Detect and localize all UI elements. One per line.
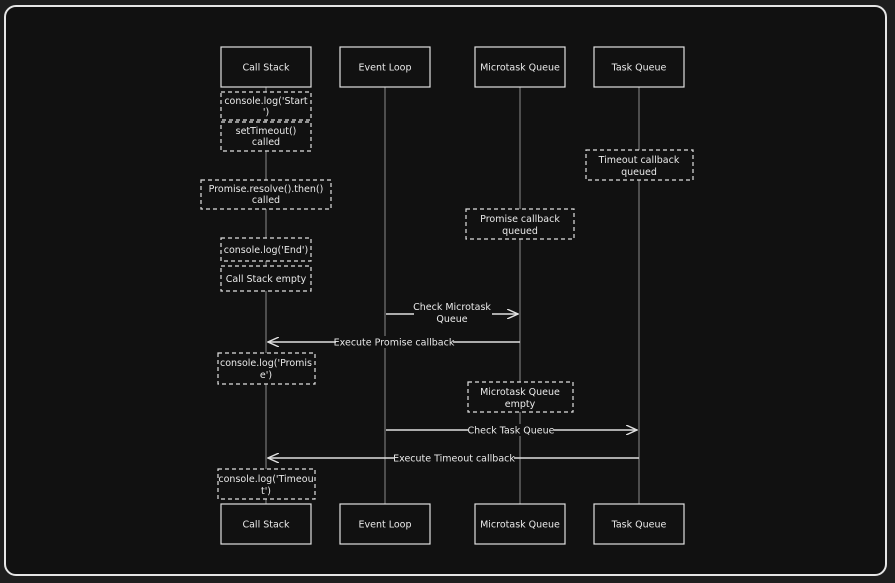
svg-text:Execute Timeout callback: Execute Timeout callback [393, 454, 515, 465]
svg-text:Promise.resolve().then()called: Promise.resolve().then()called [209, 184, 324, 206]
note-promise-resolve-called: Promise.resolve().then()called [200, 179, 332, 210]
participant-label: Microtask Queue [480, 520, 560, 531]
svg-text:console.log('End'): console.log('End') [224, 245, 309, 256]
message-execute-promise-callback: Execute Promise callback [268, 336, 520, 349]
participant-label: Task Queue [611, 520, 667, 531]
diagram-frame [4, 5, 887, 576]
svg-text:Execute Promise callback: Execute Promise callback [334, 338, 455, 349]
svg-text:Check Task Queue: Check Task Queue [468, 426, 555, 437]
participant-label: Microtask Queue [480, 63, 560, 74]
participant-label: Task Queue [611, 63, 667, 74]
participant-microtask-queue-top: Microtask Queue [474, 46, 566, 88]
note-settimeout-called: setTimeout()called [220, 121, 312, 152]
participant-microtask-queue-bottom: Microtask Queue [474, 503, 566, 545]
note-console-log-end: console.log('End') [220, 237, 312, 262]
svg-text:console.log('Start'): console.log('Start') [224, 96, 308, 118]
participant-call-stack-top: Call Stack [220, 46, 312, 88]
participant-task-queue-bottom: Task Queue [593, 503, 685, 545]
participant-event-loop-top: Event Loop [339, 46, 431, 88]
participant-label: Call Stack [242, 63, 290, 74]
svg-text:setTimeout()called: setTimeout()called [236, 126, 297, 148]
participant-label: Event Loop [358, 63, 411, 74]
message-check-task-queue: Check Task Queue [386, 424, 637, 437]
message-execute-timeout-callback: Execute Timeout callback [268, 452, 639, 465]
svg-text:console.log('Promise'): console.log('Promise') [220, 358, 312, 381]
participant-label: Call Stack [242, 520, 290, 531]
participant-task-queue-top: Task Queue [593, 46, 685, 88]
svg-text:console.log('Timeout'): console.log('Timeout') [218, 474, 313, 497]
note-call-stack-empty: Call Stack empty [220, 265, 312, 292]
participant-label: Event Loop [358, 520, 411, 531]
note-console-log-start: console.log('Start') [220, 91, 312, 121]
participant-call-stack-bottom: Call Stack [220, 503, 312, 545]
participant-event-loop-bottom: Event Loop [339, 503, 431, 545]
svg-text:Call Stack empty: Call Stack empty [226, 274, 307, 285]
